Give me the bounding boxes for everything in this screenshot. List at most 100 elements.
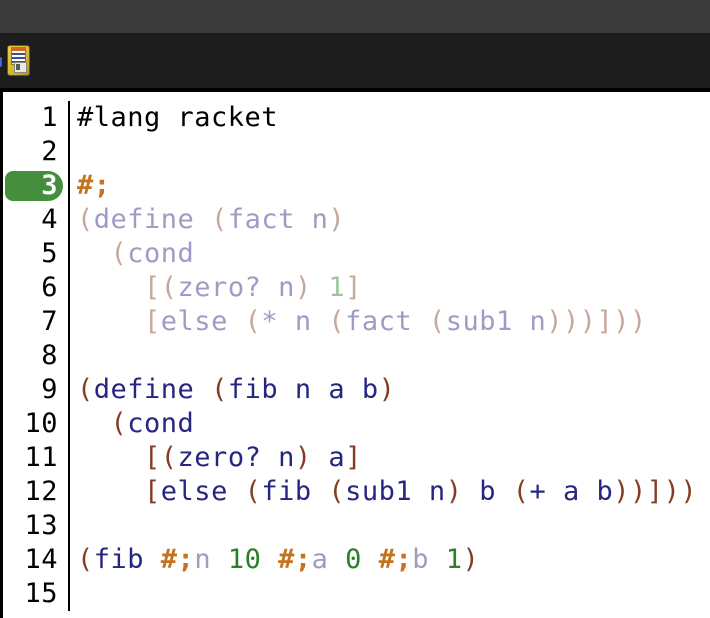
line-number: 12 [3,475,70,509]
code-text: #; [70,169,111,203]
code-text: (cond [70,407,194,441]
line-number: 15 [3,577,70,611]
code-token: )) [613,306,647,337]
code-token: n [294,306,329,337]
code-token: ( [512,476,530,507]
code-line-4[interactable]: 4 (define (fact n) [3,203,710,237]
code-token: sub1 [445,306,530,337]
floppy-stripe [11,47,26,51]
code-line-1[interactable]: 1 #lang racket [3,101,710,135]
code-token: b [361,374,379,405]
code-text: #lang racket [70,101,278,135]
line-number-text: 11 [24,442,58,473]
line-number-text: 14 [24,544,58,575]
code-token [211,544,228,575]
code-line-14[interactable]: 14(fib #;n 10 #;a 0 #;b 1) [3,543,710,577]
code-text: (fib #;n 10 #;a 0 #;b 1) [70,543,479,577]
line-number-text: 1 [41,102,58,133]
code-text: [(zero? n) a] [70,441,362,475]
code-line-2[interactable]: 2 [3,135,710,169]
code-token: ( [211,374,228,405]
code-token: ( [244,476,262,507]
code-token: ))) [546,306,597,337]
code-token: n [278,272,295,303]
save-button[interactable] [7,45,30,76]
code-token: )) [613,476,647,507]
code-token: a [328,374,362,405]
code-text [70,577,77,611]
line-number-text: 12 [24,476,58,507]
code-token: n [311,204,329,235]
code-line-10[interactable]: 10 (cond [3,407,710,441]
line-number: 6 [3,271,70,305]
code-text [70,339,77,373]
code-text [70,509,77,543]
code-token [261,544,278,575]
window-titlebar [0,0,710,33]
code-token: ) [462,544,480,575]
code-token: define [93,204,212,235]
line-number-text: 4 [41,204,58,235]
code-token: a [563,476,597,507]
code-line-8[interactable]: 8 [3,339,710,373]
code-line-12[interactable]: 12 [else (fib (sub1 n) b (+ a b))])) [3,475,710,509]
code-line-5[interactable]: 5 (cond [3,237,710,271]
code-line-7[interactable]: 7 [else (* n (fact (sub1 n)))])) [3,305,710,339]
code-token [77,272,144,303]
floppy-shutter [14,62,27,73]
line-number-text: 2 [41,136,58,167]
code-line-9[interactable]: 9 (define (fib n a b) [3,373,710,407]
code-token [328,544,345,575]
line-number-text: 10 [24,408,58,439]
line-number: 4 [3,203,70,237]
code-token [77,306,144,337]
code-token: b [412,544,429,575]
floppy-notch [16,64,20,70]
line-number: 14 [3,543,70,577]
line-number-text: 8 [41,340,58,371]
code-token: fact [345,306,429,337]
code-token: ( [328,476,346,507]
line-number-text: 7 [41,306,58,337]
code-token: 0 [345,544,362,575]
code-token: [ [144,476,161,507]
line-number-text: 5 [41,238,58,269]
code-token: ) [378,374,396,405]
code-token: ) [328,204,346,235]
code-token: ( [428,306,446,337]
code-token: n [428,476,446,507]
code-token: a [311,544,329,575]
line-number-text: 3 [41,170,58,201]
code-token: ( [77,374,94,405]
code-token: 1 [445,544,463,575]
code-line-13[interactable]: 13 [3,509,710,543]
code-text [70,135,77,169]
code-line-11[interactable]: 11 [(zero? n) a] [3,441,710,475]
line-number-text: 9 [41,374,58,405]
code-token: else [160,476,245,507]
code-line-3[interactable]: 3 #; [3,169,710,203]
code-line-6[interactable]: 6 [(zero? n) 1] [3,271,710,305]
code-text: (cond [70,237,194,271]
code-token: b [596,476,614,507]
code-token: ( [328,306,346,337]
code-token: b [479,476,513,507]
code-text: (define (fib n a b) [70,373,395,407]
code-token: ) [294,442,329,473]
code-text: (define (fact n) [70,203,345,237]
code-token: [( [144,442,178,473]
code-token: n [194,544,212,575]
line-number: 3 [3,169,70,203]
code-line-15[interactable]: 15 [3,577,710,611]
code-token: ( [110,408,128,439]
code-token: ( [211,204,228,235]
code-token: ( [244,306,262,337]
code-token [77,238,111,269]
toolbar-edge-fragment-icon [0,57,2,67]
code-token: [( [144,272,178,303]
code-token: fib [227,374,295,405]
line-number: 1 [3,101,70,135]
floppy-disk-icon [7,45,30,76]
